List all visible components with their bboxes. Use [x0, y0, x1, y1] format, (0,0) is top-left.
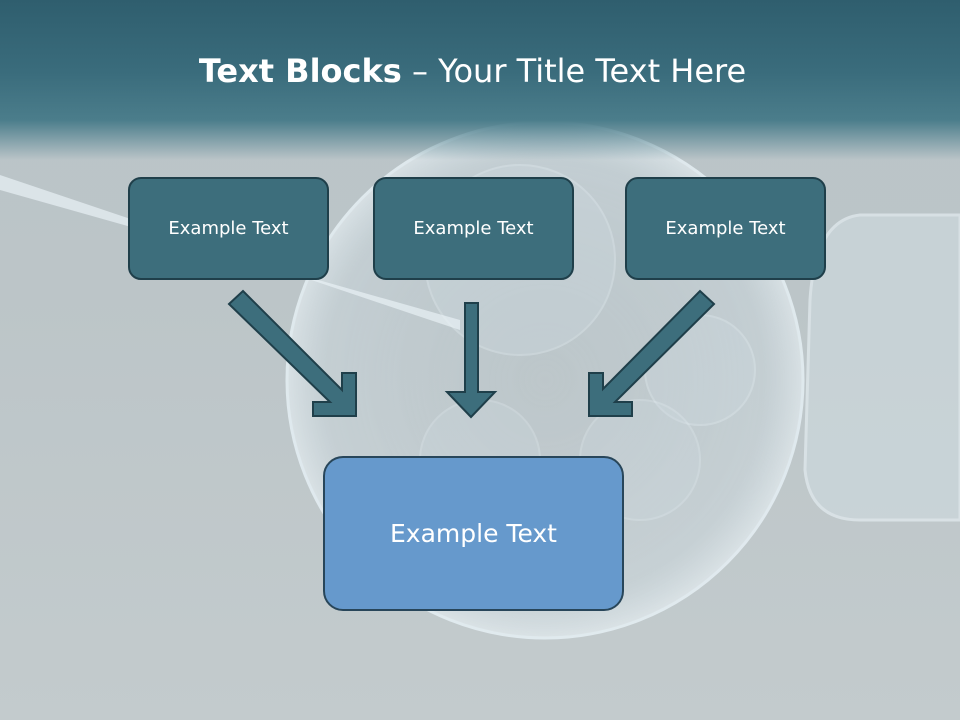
arrow-right-diagonal: [588, 289, 716, 417]
top-block-left-label: Example Text: [168, 218, 289, 239]
header-band: [0, 0, 960, 160]
arrow-center-down: [444, 302, 498, 419]
bottom-block-label: Example Text: [390, 519, 557, 548]
slide-title-rest: – Your Title Text Here: [401, 52, 747, 90]
arrow-left-diagonal: [227, 289, 357, 417]
slide-title-bold: Text Blocks: [198, 52, 402, 90]
slide-title: Text Blocks – Your Title Text Here: [0, 52, 945, 90]
top-block-left: Example Text: [128, 177, 329, 280]
top-block-right: Example Text: [625, 177, 826, 280]
top-block-center-label: Example Text: [413, 218, 534, 239]
top-block-right-label: Example Text: [665, 218, 786, 239]
bottom-block: Example Text: [323, 456, 624, 611]
top-block-center: Example Text: [373, 177, 574, 280]
